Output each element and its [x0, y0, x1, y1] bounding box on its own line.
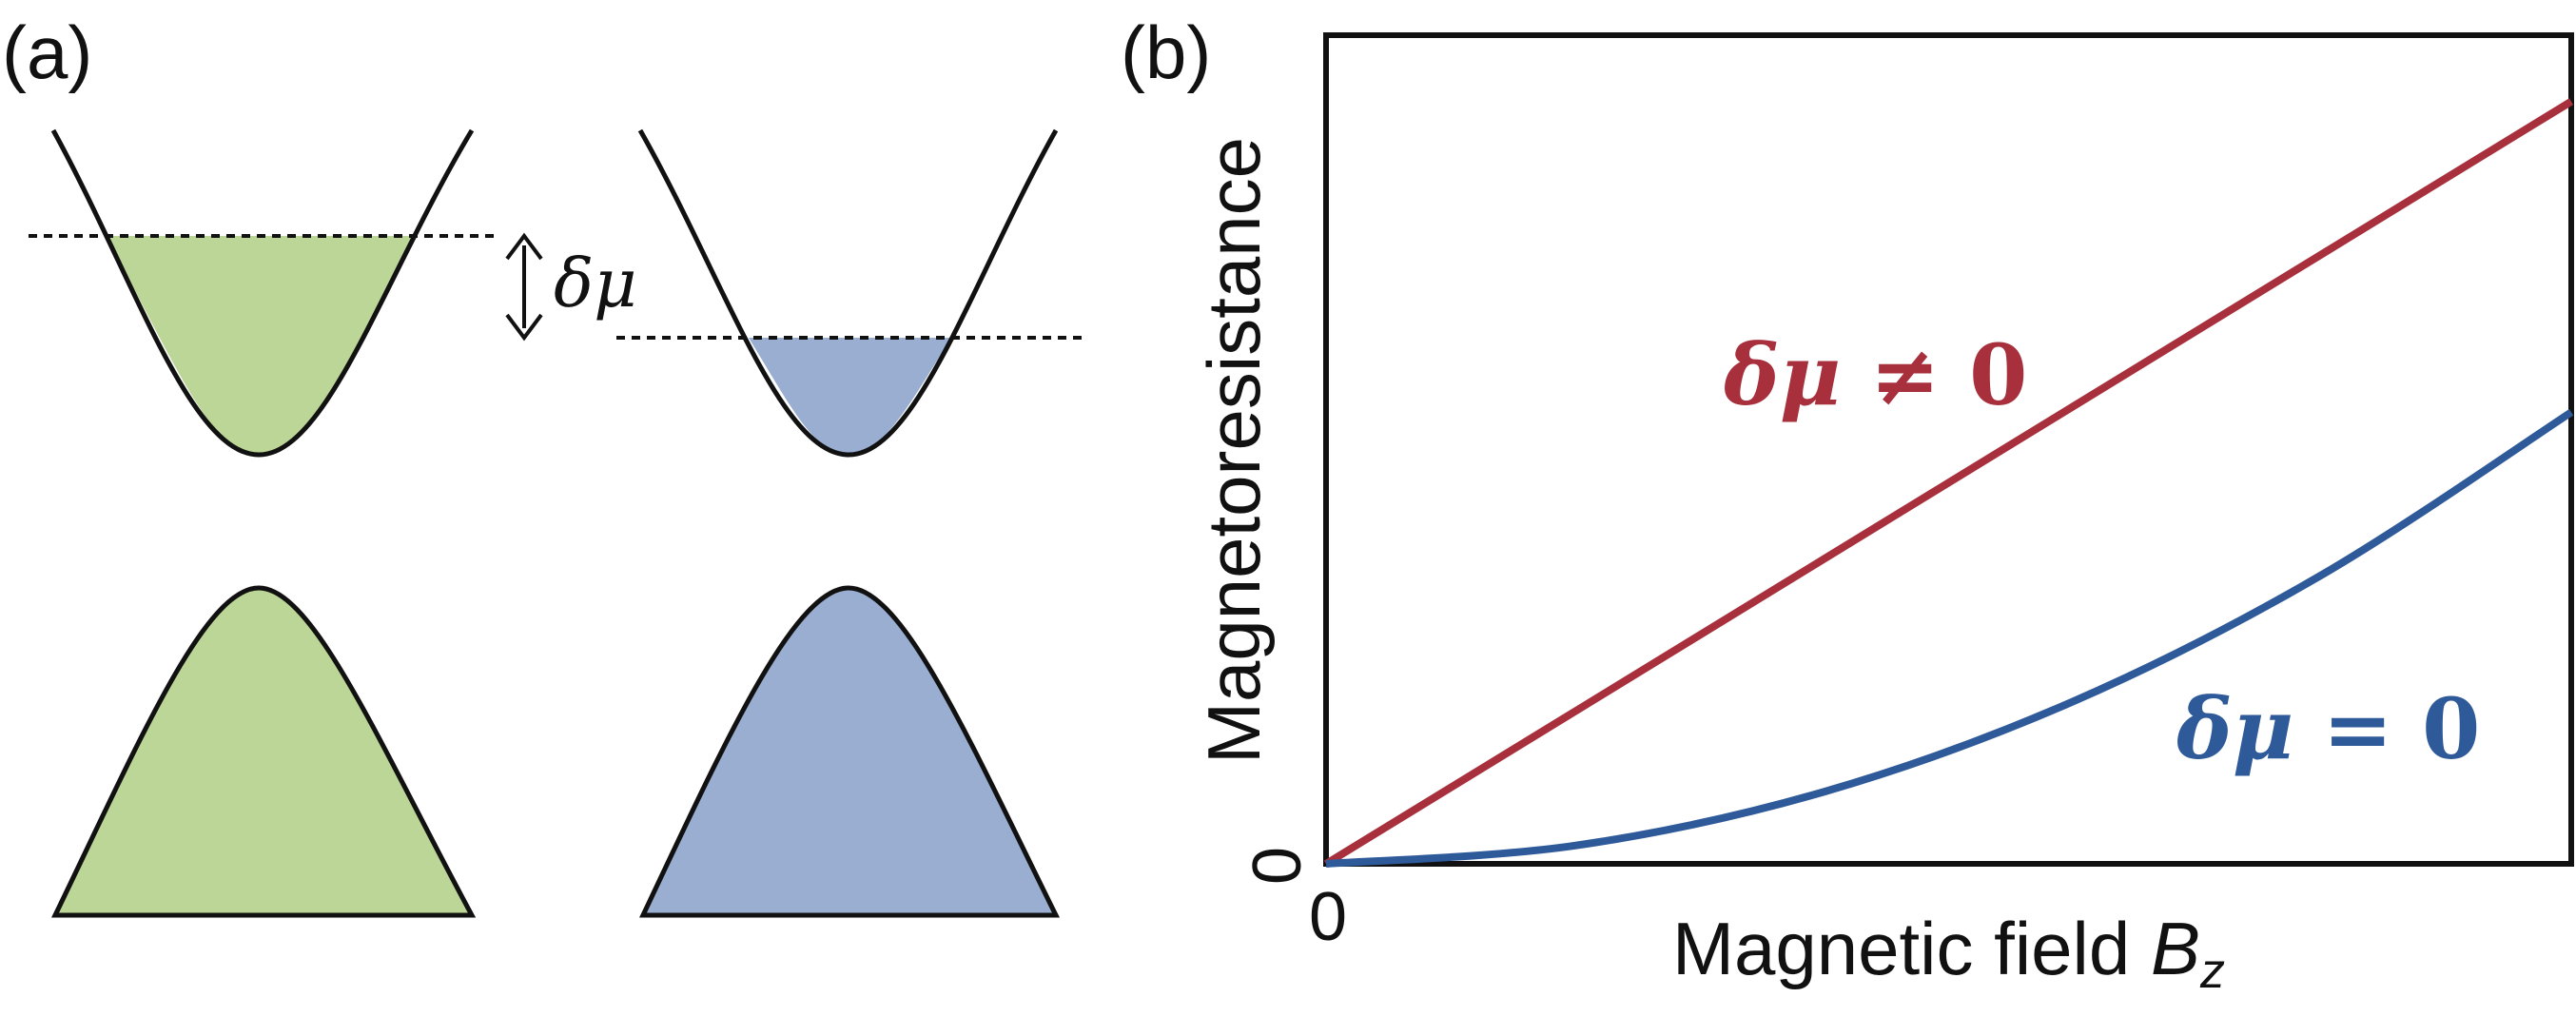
- panel-a-label: (a): [2, 10, 92, 94]
- panel-b: (b) 0 0 Magnetic field Bz Magnetoresista…: [1121, 10, 2574, 999]
- plot-frame: [1323, 32, 2574, 867]
- left-valence-band-fill: [51, 585, 477, 918]
- delta-mu-arrow: [505, 232, 543, 342]
- x-axis-zero-tick-label: 0: [1309, 879, 1347, 955]
- curve-label-zero: δμ = 0: [2176, 679, 2480, 778]
- right-conduction-band-curve: [637, 128, 1059, 458]
- left-band-diagram: [29, 128, 495, 918]
- y-axis-title: Magnetoresistance: [1192, 137, 1276, 764]
- right-band-diagram: [616, 128, 1084, 918]
- delta-mu-label: δμ: [554, 244, 637, 323]
- left-conduction-band-fill: [107, 236, 416, 455]
- series-line-nonzero: [1323, 98, 2574, 868]
- right-valence-band-fill: [639, 585, 1061, 918]
- left-conduction-band-curve: [50, 128, 475, 458]
- panel-a: (a) δμ: [2, 10, 1084, 918]
- x-axis-title: Magnetic field Bz: [1672, 907, 2225, 999]
- panel-b-label: (b): [1121, 10, 1211, 94]
- y-axis-zero-tick-label: 0: [1239, 847, 1316, 885]
- series-line-zero: [1325, 408, 2574, 868]
- curve-label-nonzero: δμ ≠ 0: [1723, 325, 2027, 424]
- right-conduction-band-fill: [749, 338, 951, 455]
